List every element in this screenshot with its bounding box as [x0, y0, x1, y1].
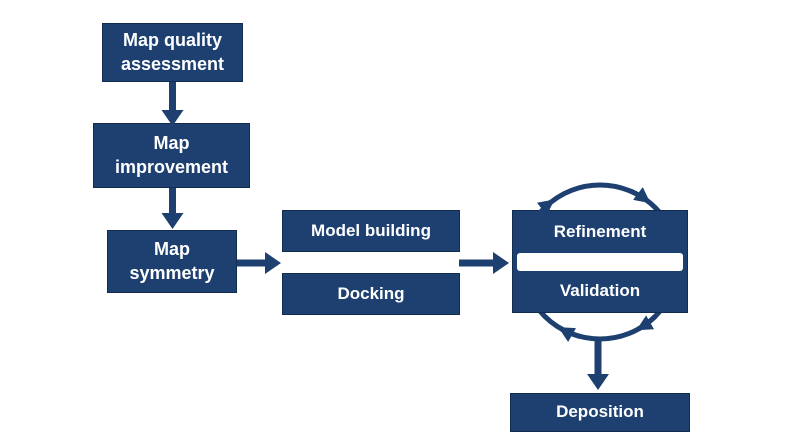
arrow-improvement-to-symmetry — [161, 188, 184, 229]
node-map-symmetry: Map symmetry — [107, 230, 237, 293]
node-map-quality-assessment: Map quality assessment — [102, 23, 243, 82]
cycle-arrowhead-top-right — [629, 187, 651, 204]
cycle-arrowhead-bottom-right — [636, 314, 657, 331]
refinement-validation-divider-band — [517, 252, 683, 271]
arrow-modelbuilding-to-refinement — [459, 252, 509, 274]
node-refinement-validation-block: Refinement Validation — [512, 210, 688, 313]
node-docking: Docking — [282, 273, 460, 315]
arrow-cycle-to-deposition — [587, 338, 609, 390]
node-deposition: Deposition — [510, 393, 690, 432]
node-validation: Validation — [559, 281, 641, 301]
node-model-building: Model building — [282, 210, 460, 252]
node-refinement: Refinement — [553, 221, 647, 241]
cycle-arrowhead-bottom-left — [558, 326, 581, 342]
arrow-symmetry-to-modelbuilding — [237, 252, 281, 274]
arrow-quality-to-improvement — [161, 82, 184, 126]
node-map-improvement: Map improvement — [93, 123, 250, 188]
